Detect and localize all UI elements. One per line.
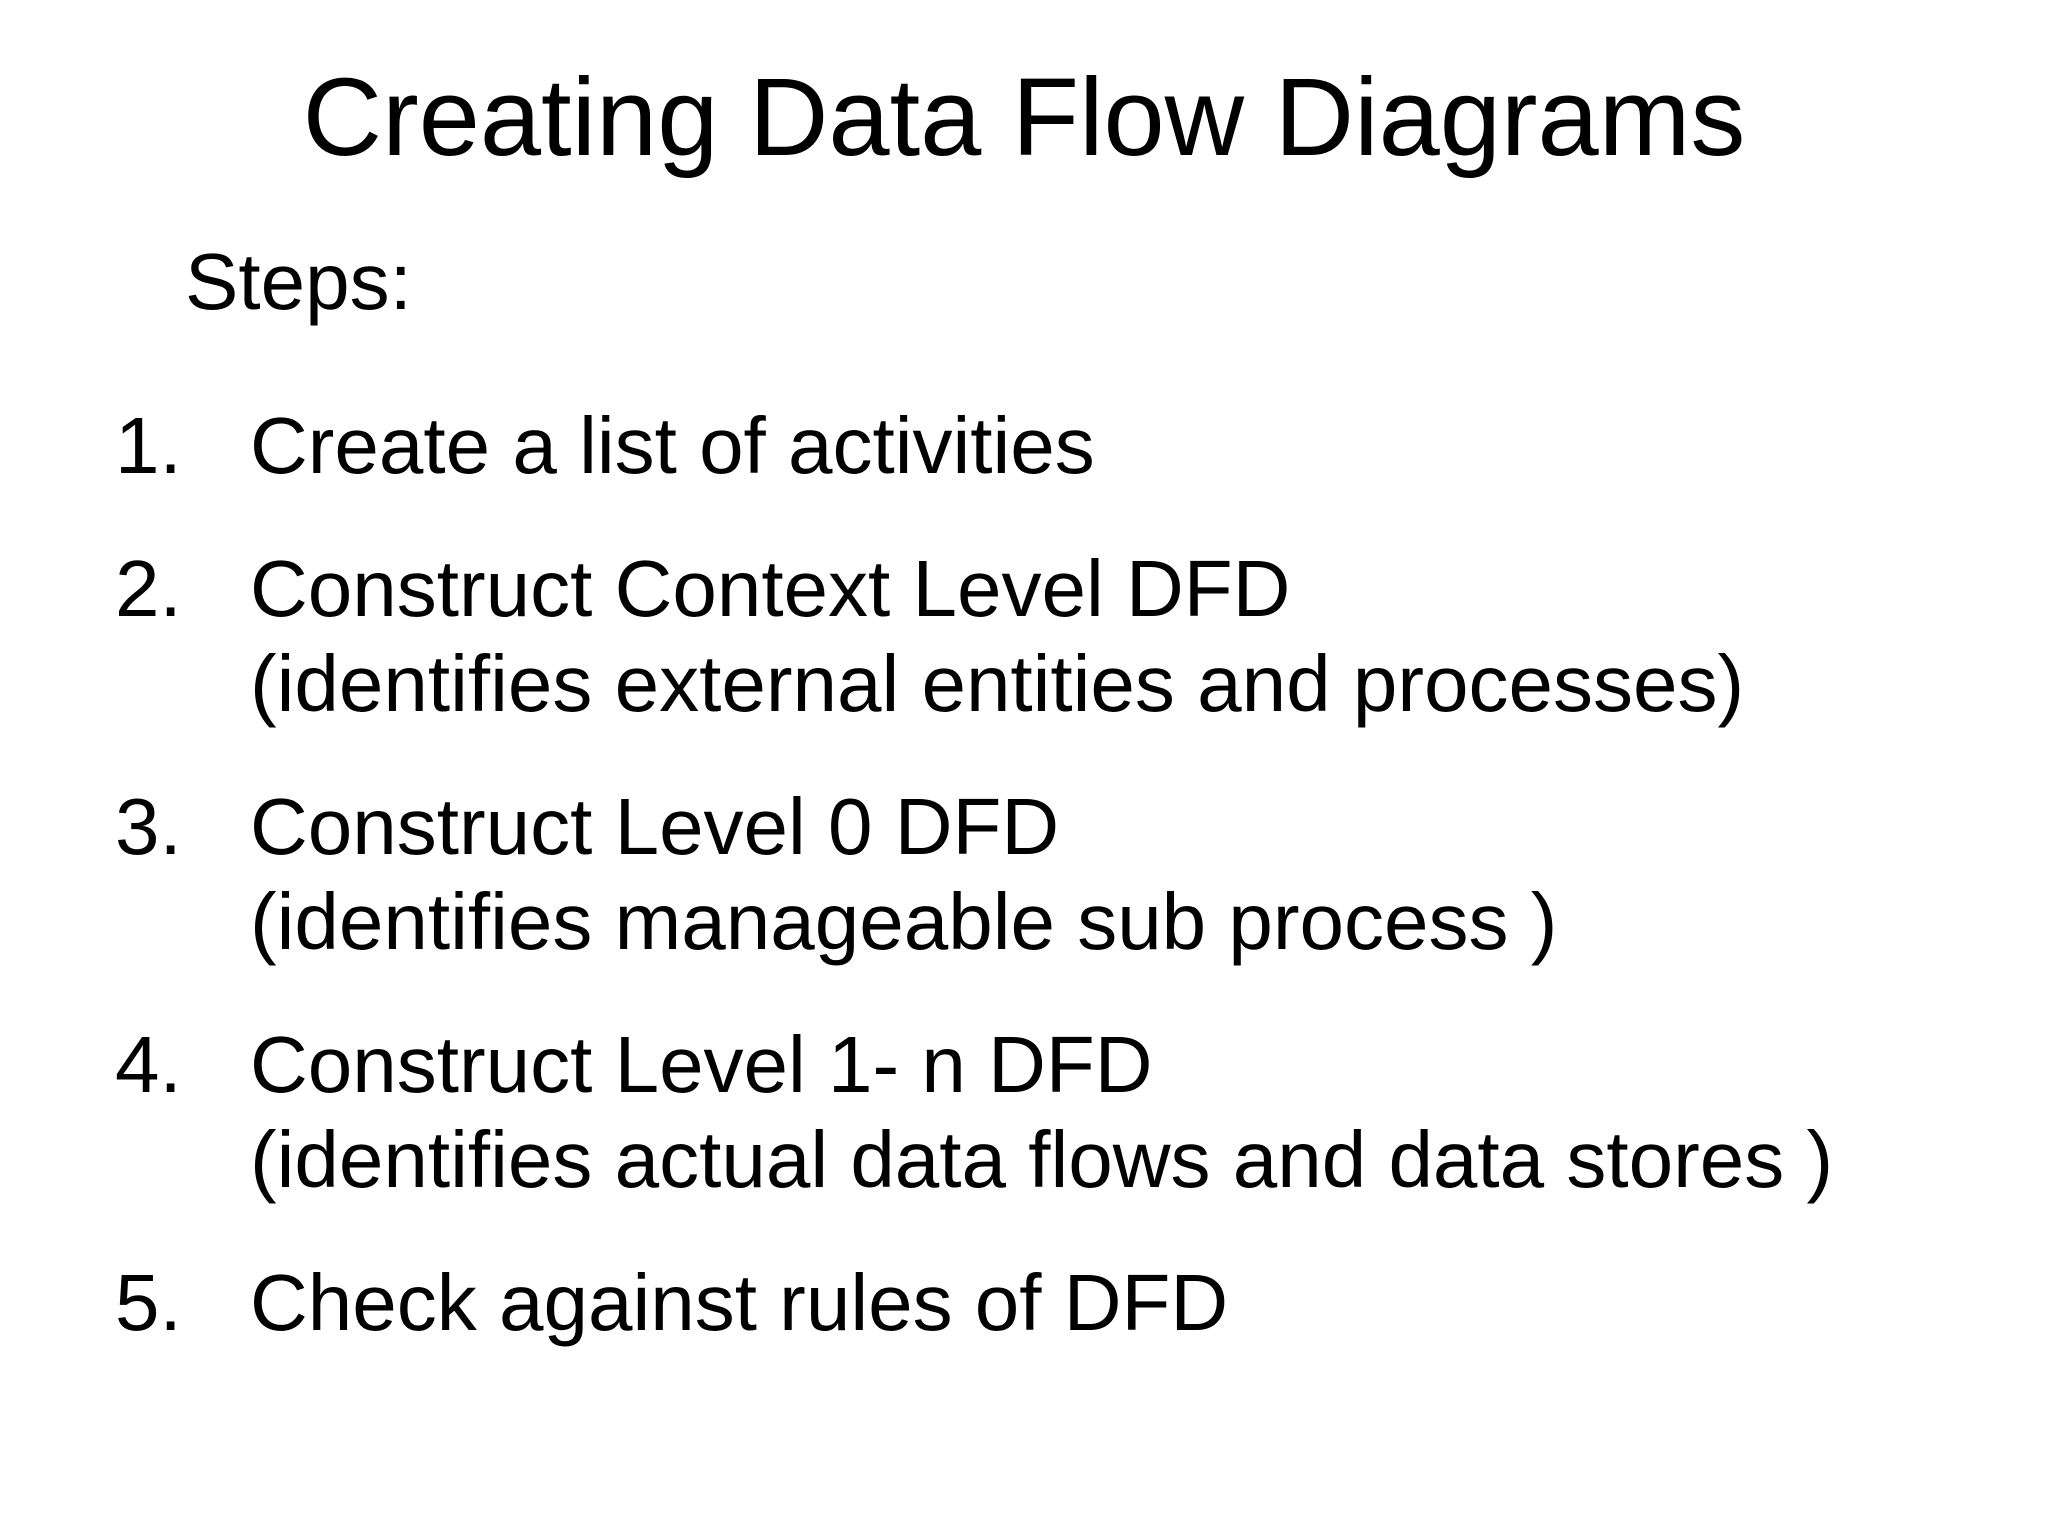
step-main-text: Check against rules of DFD [250,1258,1229,1347]
step-number: 2. [115,544,182,633]
step-number: 1. [115,401,182,490]
step-main-text: Create a list of activities [250,401,1095,490]
step-number: 3. [115,782,182,871]
step-text: Construct Context Level DFD (identifies … [250,541,2048,731]
step-item-2: 2. Construct Context Level DFD (identifi… [115,541,2048,731]
slide-title: Creating Data Flow Diagrams [302,56,1746,179]
step-number: 5. [115,1258,182,1347]
step-item-1: 1. Create a list of activities [115,398,2048,493]
step-item-4: 4. Construct Level 1- n DFD (identifies … [115,1017,2048,1207]
step-text: Create a list of activities [250,398,2048,493]
step-item-3: 3. Construct Level 0 DFD (identifies man… [115,779,2048,969]
step-main-text: Construct Level 1- n DFD [250,1020,1153,1109]
step-text: Check against rules of DFD [250,1255,2048,1350]
step-main-text: Construct Context Level DFD [250,544,1291,633]
steps-label: Steps: [185,237,412,326]
step-item-5: 5. Check against rules of DFD [115,1255,2048,1350]
step-text: Construct Level 0 DFD (identifies manage… [250,779,2048,969]
step-number: 4. [115,1020,182,1109]
steps-list: 1. Create a list of activities 2. Constr… [0,398,2048,1350]
step-text: Construct Level 1- n DFD (identifies act… [250,1017,2048,1207]
step-main-text: Construct Level 0 DFD [250,782,1060,871]
step-detail-text: (identifies actual data flows and data s… [250,1115,1834,1204]
step-detail-text: (identifies external entities and proces… [250,639,1745,728]
step-detail-text: (identifies manageable sub process ) [250,877,1558,966]
